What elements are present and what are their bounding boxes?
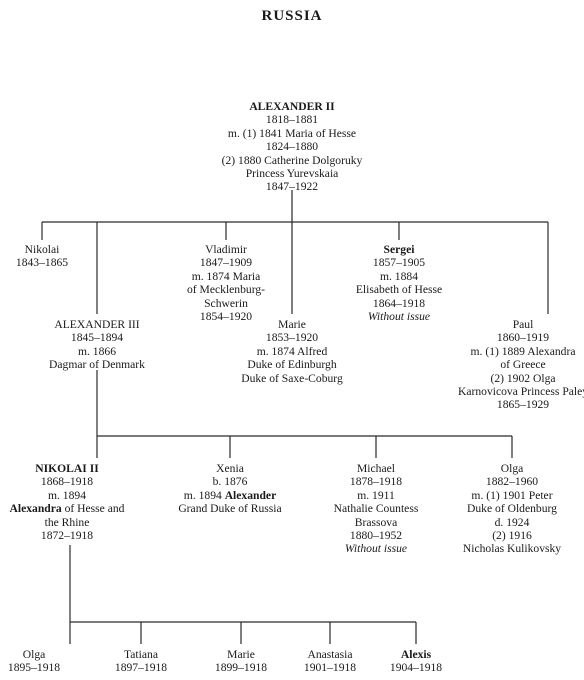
person-note: Without issue [367,310,431,324]
person-name: Xenia [216,462,244,475]
person-name: Vladimir [205,243,247,256]
person-detail: (2) 1880 Catherine Dolgoruky [221,153,363,167]
person-detail: 1853–1920 [265,331,319,345]
person-detail: 1904–1918 [389,661,443,675]
person-olga-gen3: Olga 1882–1960 m. (1) 1901 Peter Duke of… [447,462,577,556]
person-name: Alexis [400,648,432,661]
person-alexis: Alexis 1904–1918 [376,648,456,675]
person-detail: 1895–1918 [7,661,61,675]
person-detail: 1857–1905 [372,256,426,270]
person-marie: Marie 1853–1920 m. 1874 Alfred Duke of E… [222,318,362,385]
person-detail: 1880–1952 [349,529,403,543]
person-michael: Michael 1878–1918 m. 1911 Nathalie Count… [311,462,441,556]
person-detail: 1899–1918 [214,661,268,675]
person-name: Marie [278,318,306,331]
person-name: Tatiana [124,648,158,661]
person-detail: 1847–1909 [199,256,253,270]
person-detail: 1872–1918 [40,529,94,543]
person-detail: 1818–1881 [265,113,319,127]
person-detail: 1878–1918 [349,475,403,489]
person-detail: m. (1) 1841 Maria of Hesse [227,126,357,140]
person-name: ALEXANDER III [54,318,140,331]
person-detail: 1882–1960 [485,475,539,489]
person-name: Olga [22,648,46,661]
person-sergei: Sergei 1857–1905 m. 1884 Elisabeth of He… [339,243,459,323]
person-name: ALEXANDER II [249,100,335,113]
person-name: Nikolai [24,243,60,256]
person-tatiana: Tatiana 1897–1918 [101,648,181,675]
person-detail: 1864–1918 [372,296,426,310]
person-alexander-iii: ALEXANDER III 1845–1894 m. 1866 Dagmar o… [37,318,157,372]
person-detail: Grand Duke of Russia [178,502,282,516]
person-detail: Duke of Saxe-Coburg [241,371,343,385]
person-detail: m. (1) 1889 Alexandra [470,344,576,358]
person-detail: b. 1876 [212,475,248,489]
spouse-detail: of Hesse and [61,502,125,516]
person-name: Marie [227,648,255,661]
person-detail: m. 1866 [77,344,116,358]
person-detail: 1824–1880 [265,140,319,154]
person-note: Without issue [344,542,408,556]
person-detail: Nathalie Countess [333,502,419,516]
person-detail: 1847–1922 [265,180,319,194]
person-detail: (2) 1916 [492,529,532,543]
person-detail: Brassova [354,515,398,529]
person-detail: Duke of Edinburgh [247,358,337,372]
person-detail: m. 1884 [379,269,418,283]
person-nikolai-ii: NIKOLAI II 1868–1918 m. 1894 Alexandra o… [2,462,132,542]
spouse-name: Alexander [224,488,277,502]
person-detail: of Mecklenburg- [186,283,266,297]
person-detail: d. 1924 [494,515,530,529]
person-detail: 1860–1919 [496,331,550,345]
person-nikolai: Nikolai 1843–1865 [2,243,82,270]
person-detail: Elisabeth of Hesse [355,283,443,297]
person-detail: Nicholas Kulikovsky [462,542,562,556]
person-name: Sergei [383,243,415,256]
person-name: Anastasia [307,648,353,661]
person-xenia: Xenia b. 1876 m. 1894 Alexander Grand Du… [160,462,300,516]
person-detail: m. (1) 1901 Peter [471,488,553,502]
person-detail: 1897–1918 [114,661,168,675]
person-detail: Karnovicova Princess Paley [458,385,584,399]
person-detail: 1868–1918 [40,475,94,489]
person-detail: 1865–1929 [496,398,550,412]
person-detail: Schwerin [204,296,248,310]
person-paul: Paul 1860–1919 m. (1) 1889 Alexandra of … [458,318,584,412]
person-detail: Alexandra of Hesse and [2,502,132,515]
person-name: Michael [357,462,395,475]
person-detail: 1854–1920 [199,310,253,324]
person-detail: 1843–1865 [15,256,69,270]
spouse-name: Alexandra [9,502,62,516]
marriage-detail: m. 1894 [183,488,225,502]
person-alexander-ii: ALEXANDER II 1818–1881 m. (1) 1841 Maria… [192,100,392,194]
person-detail: m. 1894 [47,488,86,502]
person-name: Paul [512,318,534,331]
person-detail: the Rhine [44,515,90,529]
person-detail: m. 1874 Alfred [256,344,328,358]
person-name: NIKOLAI II [35,462,99,475]
person-olga-gen4: Olga 1895–1918 [2,648,66,675]
person-detail: Princess Yurevskaia [245,167,339,181]
person-detail: (2) 1902 Olga [490,371,556,385]
person-detail: 1845–1894 [70,331,124,345]
person-detail: m. 1911 [357,488,395,502]
person-name: Olga [500,462,524,475]
person-marie-gen4: Marie 1899–1918 [201,648,281,675]
person-detail: of Greece [500,358,546,372]
person-detail: m. 1874 Maria [191,269,261,283]
person-detail: m. 1894 Alexander [160,489,300,502]
person-vladimir: Vladimir 1847–1909 m. 1874 Maria of Meck… [166,243,286,323]
person-detail: Duke of Oldenburg [467,502,557,516]
person-detail: Dagmar of Denmark [49,358,145,372]
person-anastasia: Anastasia 1901–1918 [290,648,370,675]
person-detail: 1901–1918 [303,661,357,675]
page-title: RUSSIA [261,8,323,24]
